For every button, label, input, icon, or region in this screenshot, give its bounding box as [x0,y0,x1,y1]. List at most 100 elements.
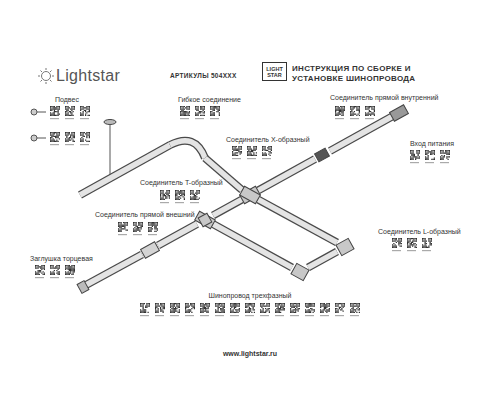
qr-cell [170,307,171,308]
qr-cell [51,136,52,137]
qr-cell [236,309,237,310]
qr-cell [54,111,55,112]
qr-cell [198,115,199,116]
qr-code [260,303,270,316]
qr-cell [188,303,189,304]
qr-cell [250,154,251,155]
qr-cell [155,309,156,310]
qr-cell [446,158,447,159]
qr-cell [398,241,399,242]
qr-cell [154,231,155,232]
qr-cell [58,268,59,269]
qr-cell [89,141,90,142]
qr-cell [214,115,215,116]
qr-cell [339,308,340,309]
qr-cell [418,153,419,154]
qr-cell [415,247,416,248]
qr-cell [35,265,36,266]
qr-cell [183,106,184,107]
qr-cell [56,266,57,267]
qr-cell [51,106,52,107]
qr-cell [81,132,82,133]
qr-code [425,150,435,163]
qr-cell [155,307,156,308]
qr-cell [365,109,366,110]
qr-cell [73,137,74,138]
qr-cell [181,114,182,115]
qr-cell [73,141,74,142]
qr-cell [134,231,135,232]
qr-cell [198,190,199,191]
qr-cell [142,225,143,226]
qr-code [185,303,195,316]
qr-cell [196,114,197,115]
qr-cell [201,111,202,112]
qr-cell [283,303,284,304]
article-line [215,315,224,316]
qr-cell [190,199,191,200]
qr-cell [89,136,90,137]
qr-cell [426,153,427,154]
qr-cell [200,306,201,307]
qr-cell [396,239,397,240]
qr-cell [83,109,84,110]
qr-cell [365,114,366,115]
qr-cell [275,306,276,307]
qr-cell [199,198,200,199]
qr-cell [56,140,57,141]
qr-cell [341,308,342,309]
qr-cell [50,132,51,133]
qr-cell [335,110,336,111]
qr-cell [416,150,417,151]
qr-cell [210,112,211,113]
qr-cell [240,154,241,155]
qr-cell [184,190,185,191]
qr-cell [139,225,140,226]
suspension-icon [31,109,37,115]
qr-cell [235,303,236,304]
qr-cell [146,304,147,305]
qr-cell [200,308,201,309]
qr-cell [410,243,411,244]
qr-cell [416,241,417,242]
qr-cell [58,112,59,113]
qr-cell [351,114,352,115]
qr-cell [198,193,199,194]
qr-cell [51,109,52,110]
qr-cell [339,109,340,110]
article-line [50,277,59,278]
qr-cell [74,265,75,266]
qr-cell [143,306,144,307]
qr-cell [279,304,280,305]
qr-cell [256,149,257,150]
qr-cell [203,106,204,107]
qr-cell [281,304,282,305]
qr-cell [445,153,446,154]
qr-cell [203,306,204,307]
qr-cell [55,266,56,267]
article-line [247,158,256,159]
qr-cell [149,222,150,223]
qr-cell [418,150,419,151]
track-rail [308,252,337,268]
qr-cell [253,155,254,156]
qr-cell [80,140,81,141]
qr-cell [183,111,184,112]
qr-cell [84,132,85,133]
qr-cell [426,159,427,160]
qr-cell [58,106,59,107]
qr-cell [234,304,235,305]
qr-cell [415,243,416,244]
qr-cell [160,190,161,191]
qr-cell [233,155,234,156]
qr-cell [210,111,211,112]
qr-cell [350,109,351,110]
qr-cell [408,242,409,243]
qr-cell [71,268,72,269]
qr-cell [241,146,242,147]
qr-cell [369,111,370,112]
qr-cell [205,309,206,310]
qr-cell [186,311,187,312]
qr-cell [233,304,234,305]
qr-cell [392,239,393,240]
